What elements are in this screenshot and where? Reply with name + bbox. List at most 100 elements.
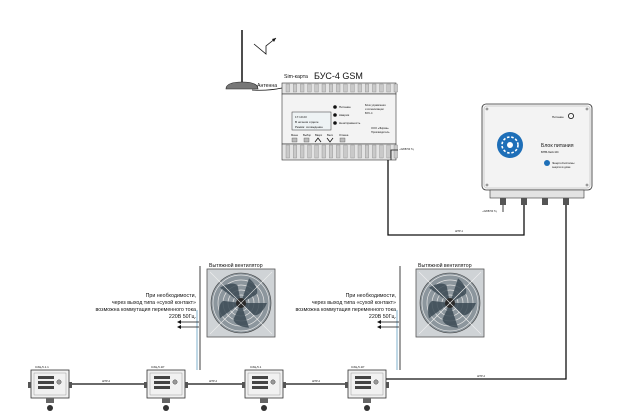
lcd-line-1: 17:10:23 (295, 115, 307, 119)
ac-lead-arrow-icon (177, 325, 181, 329)
sensor-terminal (252, 386, 268, 389)
din-rail-rib (357, 144, 362, 159)
din-rail-rib (393, 83, 398, 93)
sensor-terminal (355, 381, 371, 384)
din-rail-rib (329, 144, 333, 159)
fan-blade (450, 278, 467, 303)
bus-lcd (291, 111, 332, 131)
sensor-4-label: СЗЦ-5.1Р (351, 365, 364, 369)
din-rail-rib (357, 83, 362, 93)
sensor-screw-icon (373, 379, 379, 385)
bus-button-label-2: Выбор (303, 133, 312, 137)
din-rail-rib (336, 144, 341, 159)
din-rail-rib (386, 144, 391, 159)
psu-gland (521, 198, 527, 205)
sensor-gland-right (69, 382, 72, 388)
indicator-alarm (333, 113, 337, 117)
bus-button-label-4: Вниз (327, 133, 334, 137)
psu-power-indicator (568, 113, 575, 120)
link-cable-bus-psu (387, 160, 525, 236)
exhaust-fan-left (206, 268, 276, 338)
ac-leads-right (377, 320, 399, 329)
din-rail-rib (300, 83, 305, 93)
bus-button-label-1: Меню (291, 133, 298, 137)
sensor-gland-left (144, 382, 147, 388)
sensor-terminal (355, 386, 371, 389)
din-rail-rib (285, 144, 290, 159)
din-rail-rib (293, 83, 297, 93)
fan-blade (233, 303, 250, 328)
din-rail-rib (300, 144, 305, 159)
psu-screw-icon (485, 107, 489, 111)
antenna (225, 30, 283, 91)
din-rail-rib (372, 83, 377, 93)
psu-power-label: ~220В 50 Гц (482, 209, 497, 213)
sensor-terminal (154, 376, 170, 379)
bus-bottom-ribs (285, 144, 398, 159)
din-rail-rib (307, 83, 312, 93)
din-rail-rib (285, 83, 290, 93)
antenna-label: Антенна (257, 83, 277, 89)
exhaust-fan-right (415, 268, 485, 338)
ac-leads-left (177, 320, 199, 329)
bus-power-cable (390, 149, 398, 160)
note-right-line-1: При необходимости, (346, 293, 396, 299)
bus-maker-2: Производитель (371, 130, 390, 134)
sensor-probe (163, 405, 169, 411)
sensor-lid (350, 372, 384, 396)
bus-cable-label-2: ШТР-4 (209, 379, 218, 383)
sensor-terminal (38, 381, 54, 384)
indicator-power (333, 105, 337, 109)
note-right-line-3: возможна коммутация переменного тока (296, 307, 397, 313)
din-rail-rib (350, 144, 355, 159)
bus-button-label-3: Вверх (315, 133, 323, 137)
indicator-fault (333, 121, 337, 125)
sensor-probe (364, 405, 370, 411)
antenna-base (225, 81, 259, 90)
indicator-alarm-label: Авария (339, 113, 350, 117)
din-rail-rib (393, 144, 398, 159)
fan-blade (442, 303, 459, 328)
sensor-gland-right (283, 382, 286, 388)
sensor-4 (345, 369, 389, 411)
note-left: При необходимости, через выход типа «сух… (96, 293, 197, 320)
sensor-terminal (154, 386, 170, 389)
lcd-line-2: В ночном отделе (295, 120, 319, 124)
sensor-bottom-gland (46, 398, 54, 403)
din-rail-rib (307, 144, 312, 159)
bus-button-label-5: Отмена (339, 133, 349, 137)
link-cable-label: ШТР-1 (455, 229, 464, 233)
fan-guard-ring (212, 274, 270, 332)
sensor-screw-icon (270, 379, 276, 385)
sensor-1-label: СЗЦ-5.1.1 (35, 365, 49, 369)
psu-power-indicator-label: Питание (552, 115, 564, 119)
sensor-3 (242, 369, 286, 411)
sensor-gland-right (386, 382, 389, 388)
fan-guard-bar (418, 271, 482, 335)
note-right-line-2: через выход типа «сухой контакт» (312, 299, 396, 306)
sensor-screw-icon (56, 379, 62, 385)
fan-blade (428, 300, 450, 319)
bus-button-cancel (339, 137, 346, 143)
sensor-terminal (38, 376, 54, 379)
sensor-probe (261, 405, 267, 411)
power-supply: Питание Блок питания БПВ-9м4-ЭС ЭнергоСи… (481, 103, 593, 205)
din-rail-rib (329, 83, 333, 93)
din-rail-rib (314, 144, 319, 159)
din-rail-rib (321, 144, 326, 159)
bus-desc-2: и сигнализации (365, 108, 384, 111)
note-right: При необходимости, через выход типа «сух… (296, 293, 397, 320)
bus-desc-1: Блок управления (365, 103, 386, 107)
sensor-2-label: СЗЦ-5.1Р (151, 365, 164, 369)
psu-brand-sub: энергия в доме (552, 166, 571, 169)
note-left-line-2: через выход типа «сухой контакт» (112, 299, 196, 306)
psu-brand: ЭнергоСистемы (552, 161, 574, 165)
bus-controller: 17:10:23 В ночном отделе Режим: охлажден… (281, 82, 398, 161)
bus-button-select (303, 137, 310, 143)
indicator-fault-label: Неисправность (339, 121, 361, 125)
din-rail-rib (293, 144, 297, 159)
sensor-gland-left (242, 382, 245, 388)
sensor-2 (144, 369, 188, 411)
psu-screw-icon (585, 107, 589, 111)
psu-gland (542, 198, 548, 205)
